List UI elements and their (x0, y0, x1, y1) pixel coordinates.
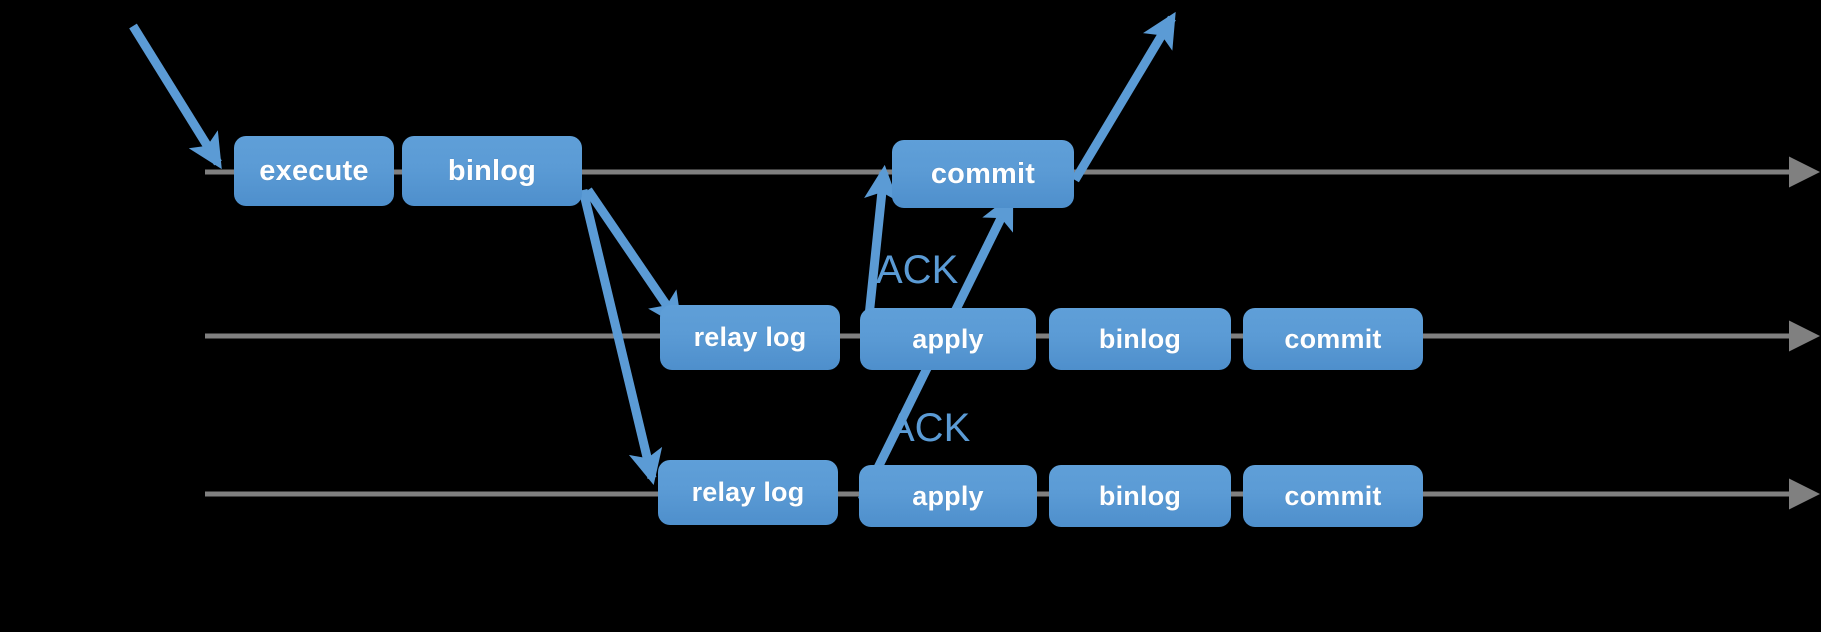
box-master-execute[interactable]: execute (234, 136, 394, 206)
replication-arrows-group (129, 11, 1176, 502)
box-slave1-binlog-label: binlog (1098, 323, 1182, 354)
box-master-binlog-label: binlog (447, 154, 537, 187)
box-master-binlog[interactable]: binlog (402, 136, 582, 206)
arrow-binlog-to-slave1-relay-log (584, 187, 683, 328)
box-slave1-relay-log-label: relay log (693, 322, 807, 352)
box-master-commit[interactable]: commit (892, 140, 1074, 208)
box-slave1-apply-label: apply (912, 323, 984, 354)
arrow-binlog-to-slave2-relay-log (578, 188, 663, 486)
box-slave2-relay-log-label: relay log (691, 477, 805, 507)
box-slave2-apply[interactable]: apply (859, 465, 1037, 527)
box-slave2-relay-log[interactable]: relay log (658, 460, 838, 525)
box-slave2-apply-label: apply (912, 480, 984, 511)
ack-label-slave2: ACK (888, 406, 971, 450)
box-master-execute-label: execute (259, 154, 369, 187)
box-slave1-binlog[interactable]: binlog (1049, 308, 1231, 370)
arrow-client-request (129, 23, 222, 170)
box-slave2-binlog-label: binlog (1098, 480, 1182, 511)
box-slave1-relay-log[interactable]: relay log (660, 305, 840, 370)
box-slave2-commit[interactable]: commit (1243, 465, 1423, 527)
arrow-master-response (1071, 11, 1176, 183)
box-slave1-apply[interactable]: apply (860, 308, 1036, 370)
box-slave2-commit-label: commit (1284, 480, 1382, 511)
ack-label-slave1: ACK (876, 248, 959, 292)
box-slave1-commit[interactable]: commit (1243, 308, 1423, 370)
box-slave1-commit-label: commit (1284, 323, 1382, 354)
box-master-commit-label: commit (930, 157, 1036, 190)
box-slave2-binlog[interactable]: binlog (1049, 465, 1231, 527)
